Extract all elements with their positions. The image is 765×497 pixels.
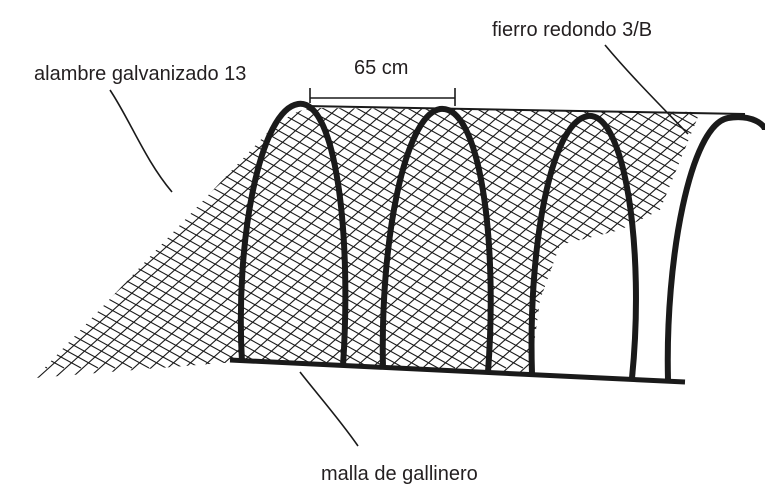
base-bar [229, 357, 686, 385]
mesh-line [659, 107, 700, 369]
mesh-line [35, 107, 82, 369]
mesh-line [35, 107, 86, 378]
mesh-line [302, 107, 700, 369]
mesh-line [35, 107, 184, 369]
mesh-line [756, 60, 765, 420]
mesh-line [745, 60, 765, 368]
mesh-line [35, 107, 99, 369]
mesh-line [251, 107, 700, 369]
mesh-line [35, 107, 473, 369]
mesh-line [75, 107, 477, 378]
mesh-line [35, 107, 69, 378]
mesh-line [0, 60, 30, 368]
mesh-line [319, 107, 700, 369]
mesh-line [35, 107, 286, 369]
mesh-line [35, 107, 167, 369]
mesh-line [35, 107, 252, 369]
mesh-line [234, 107, 700, 369]
mesh-line [35, 107, 490, 369]
mesh-line [711, 60, 765, 368]
wire-leader-line [109, 89, 173, 193]
mesh-label: malla de gallinero [321, 463, 478, 485]
mesh-line [35, 107, 133, 369]
mesh-line [35, 107, 303, 369]
mesh-line [336, 107, 700, 369]
mesh-line [268, 107, 700, 369]
top-ridge-wire [304, 105, 746, 115]
mesh-line [728, 60, 765, 368]
arch-4 [664, 114, 765, 381]
mesh-line [330, 107, 700, 378]
mesh-line [35, 107, 65, 369]
arch-1 [237, 100, 349, 367]
mesh-line [228, 107, 630, 378]
mesh-line [35, 107, 426, 378]
mesh-line [109, 107, 511, 378]
mesh-line [472, 107, 700, 369]
wire-label: alambre galvanizado 13 [34, 63, 246, 85]
mesh-line [35, 107, 218, 369]
mesh-line [285, 107, 700, 369]
mesh-line [41, 107, 443, 378]
mesh-line [35, 107, 235, 369]
mesh-line [35, 107, 409, 378]
mesh-line [0, 60, 34, 420]
mesh-line [35, 107, 456, 369]
mesh-line [438, 107, 700, 369]
arch-3 [528, 113, 639, 379]
mesh-line [58, 107, 460, 378]
mesh-line [35, 107, 201, 369]
mesh-line [35, 107, 52, 378]
mesh-line [347, 107, 700, 378]
mesh-line [35, 107, 116, 369]
mesh-line [676, 107, 700, 369]
mesh-line [35, 107, 48, 369]
mesh-line [625, 107, 700, 369]
dimension-line [309, 88, 456, 106]
mesh-line [211, 107, 613, 378]
mesh-line [0, 60, 17, 420]
mesh-line [35, 107, 269, 369]
mesh-line [370, 107, 700, 369]
rod-label: fierro redondo 3/B [492, 19, 652, 41]
mesh-line [279, 107, 681, 378]
mesh-line [404, 107, 700, 369]
mesh-line [421, 107, 700, 369]
mesh-line [160, 107, 562, 378]
mesh-line [0, 60, 13, 368]
arch-2 [379, 105, 494, 373]
mesh-leader-line [299, 371, 359, 447]
mesh-line [693, 107, 700, 369]
mesh-line [540, 107, 700, 369]
mesh-line [296, 107, 698, 378]
mesh-line [35, 107, 392, 378]
spacing-label: 65 cm [354, 57, 408, 79]
rod-leader-line [604, 44, 689, 135]
mesh-line [35, 107, 150, 369]
